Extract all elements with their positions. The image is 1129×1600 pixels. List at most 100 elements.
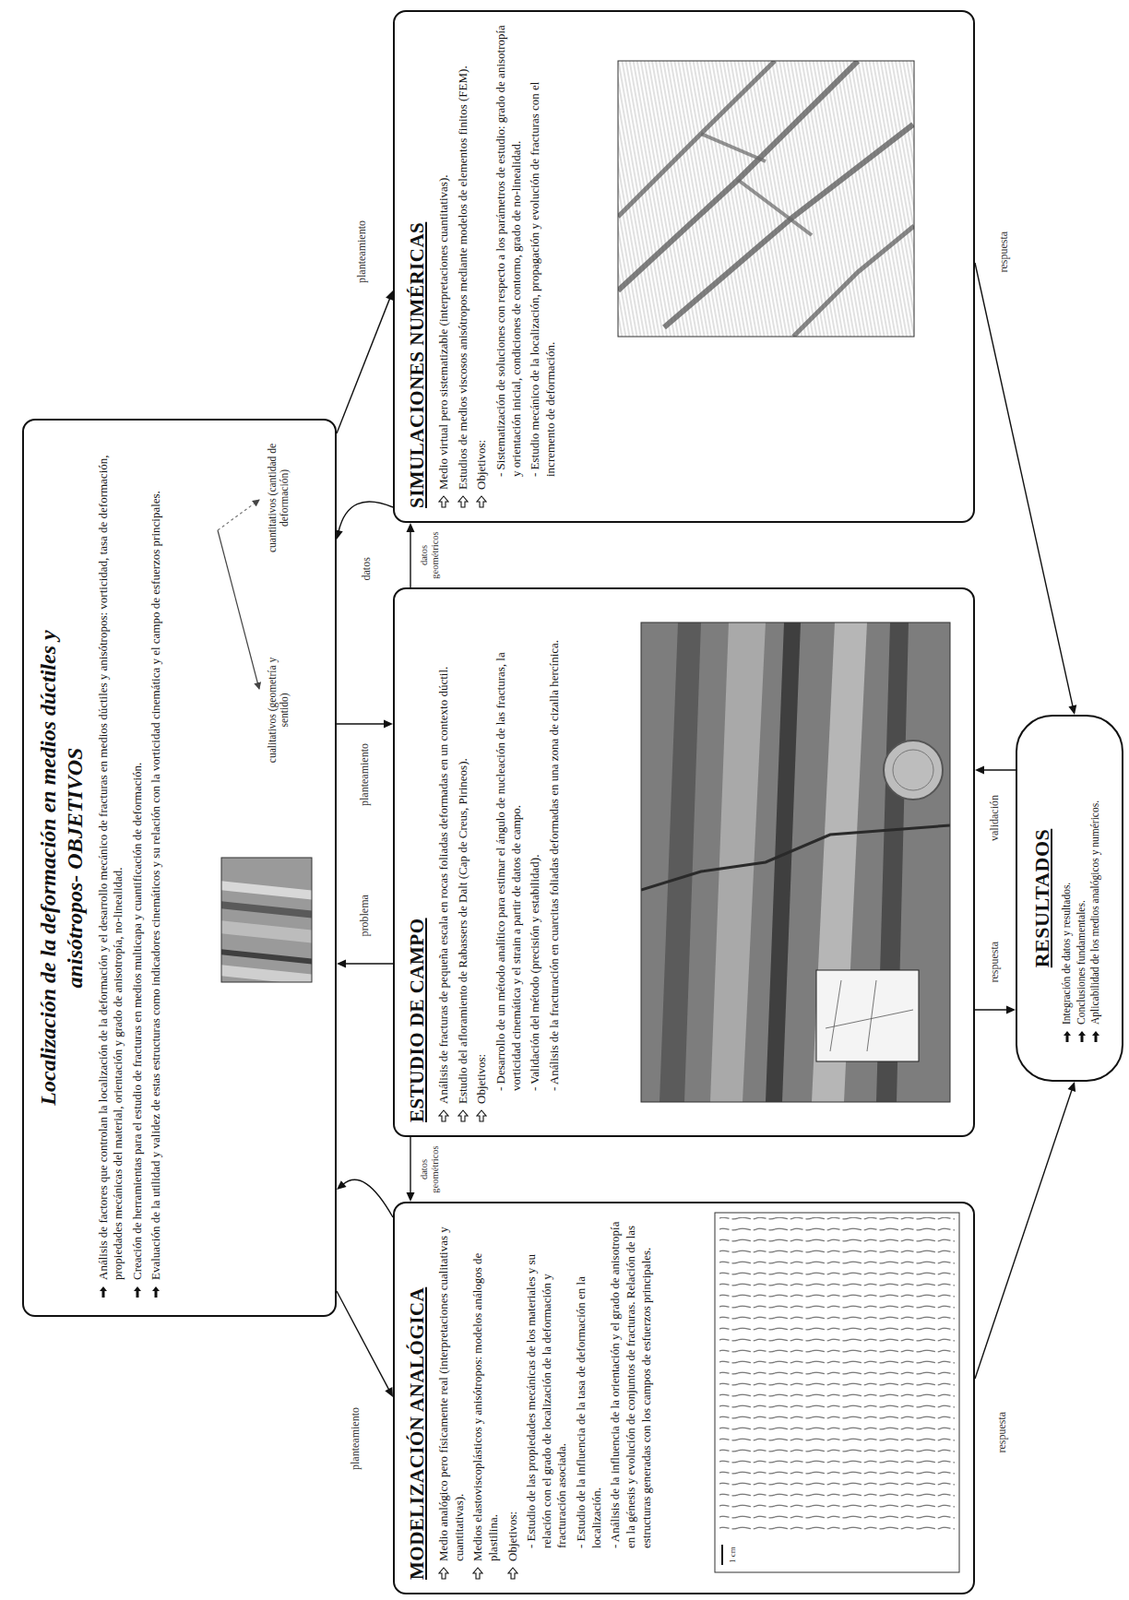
bullet-arrow [439, 1568, 449, 1580]
list-item: Creación de herramientas para el estudio… [130, 437, 146, 1299]
sketch-inset [816, 970, 919, 1062]
connector-line [409, 531, 411, 588]
arrow-head [336, 1180, 347, 1190]
shear-band [793, 225, 915, 337]
fem-mesh [617, 60, 915, 337]
objective-text: - Desarrollo de un método analítico para… [493, 602, 524, 1092]
bullet-hand [97, 1285, 109, 1299]
connector [336, 290, 394, 434]
list-item: - Análisis de la fracturación en cuarcit… [546, 602, 563, 1123]
photo-band [221, 964, 312, 983]
bullet-text: Medios elastoviscoplásticos y anisótropo… [470, 1216, 501, 1562]
connector [406, 1137, 416, 1202]
bullet-text: Objetivos: [474, 439, 490, 490]
connector-line [974, 1009, 1008, 1011]
shear-band [664, 124, 914, 328]
arrow-head [406, 1192, 416, 1202]
objective-text: - Estudio de la influencia de la tasa de… [573, 1216, 605, 1549]
connector-label: respuesta [998, 229, 1011, 275]
connector-label: datos geométricos [418, 524, 441, 586]
objective-text: - Análisis de la fracturación en cuarcit… [546, 640, 563, 1092]
list-item: Análisis de fracturas de pequeña escala … [436, 602, 452, 1123]
bullet-hand [152, 1286, 160, 1298]
objective-text: - Análisis de la influencia de la orient… [607, 1216, 654, 1549]
bullet-text: Medio virtual pero sistematizable (inter… [436, 175, 452, 491]
connector-line [338, 501, 393, 532]
arrow-head [1068, 1081, 1077, 1093]
photo-band [221, 949, 312, 964]
connector [974, 1081, 1076, 1379]
connector-line [344, 962, 393, 964]
bullet-arrow [473, 1568, 483, 1580]
pointer-line [217, 530, 260, 690]
list-item: Medios elastoviscoplásticos y anisótropo… [470, 1216, 501, 1581]
bullet-text: Estudio del afloramiento de Rabassers de… [455, 758, 472, 1105]
arrow-head [383, 720, 393, 729]
pointer-line [217, 499, 260, 531]
bullet-arrow [476, 1110, 487, 1122]
bullet-text: Creación de herramientas para el estudio… [130, 762, 146, 1281]
photo-band [221, 901, 312, 918]
bullet-arrow [457, 1109, 469, 1123]
bullet-arrow [458, 496, 468, 508]
list-item: Objetivos: [474, 602, 490, 1123]
bullet-arrow [439, 496, 449, 508]
connector-line [974, 262, 1073, 707]
list-item: - Estudio de las propiedades mecánicas d… [523, 1216, 571, 1581]
bullet-text: Objetivos: [505, 1511, 522, 1562]
fracture-trace [641, 825, 951, 891]
connector [336, 960, 393, 969]
bullet-arrow [475, 1109, 488, 1123]
connector-line [336, 297, 391, 434]
list-item: Estudio del afloramiento de Rabassers de… [455, 602, 472, 1123]
objective-text: - Validación del método (precisión y est… [527, 855, 544, 1092]
fem-ground [617, 60, 915, 337]
annotation: cualitativos (geometría y sentido) [266, 648, 291, 773]
arrow-head [1068, 704, 1077, 715]
connector [336, 1179, 393, 1218]
bullet-arrow [458, 1110, 468, 1122]
connector-label: planteamiento [356, 218, 369, 286]
connector-line [336, 1291, 390, 1391]
connector-line [974, 1090, 1072, 1379]
box-heading: SIMULACIONES NUMÉRICAS [405, 24, 429, 509]
fem-frame [617, 60, 915, 337]
bullet-hand [131, 1285, 143, 1299]
results-box: RESULTADOSIntegración de datos y resulta… [1015, 714, 1124, 1082]
bullet-arrow [457, 495, 469, 509]
list-item: Medio analógico pero físicamente real (i… [436, 1216, 467, 1581]
connector-line [983, 769, 1016, 771]
connector-label: planteamiento [349, 1405, 363, 1473]
connector [336, 1291, 393, 1398]
connector [336, 720, 393, 729]
arrow-head [384, 1387, 393, 1398]
bullet-arrow [438, 1109, 450, 1123]
scale-bar [721, 1544, 724, 1566]
foliation-band [659, 622, 702, 1103]
method-box: MODELIZACIÓN ANALÓGICAMedio analógico pe… [392, 1201, 975, 1595]
arrow-head [974, 766, 985, 775]
list-item: - Estudio mecánico de la localización, p… [527, 24, 559, 509]
method-box: SIMULACIONES NUMÉRICAS Medio virtual pero… [392, 10, 975, 523]
scale-label: 1 cm [727, 1545, 737, 1565]
photo-frame [221, 857, 312, 983]
bullet-arrow [472, 1567, 484, 1581]
connector-label: validación [988, 793, 1002, 844]
box-heading: RESULTADOS [1030, 753, 1055, 1044]
bullet-arrow [507, 1567, 519, 1581]
connector-line [409, 1137, 411, 1194]
bullet-arrow [439, 1110, 449, 1122]
list-item: - Validación del método (precisión y est… [527, 602, 544, 1123]
plasticine-model [719, 1217, 955, 1534]
arrow-head [1006, 1006, 1016, 1015]
list-item: Análisis de factores que controlan la lo… [95, 437, 127, 1299]
bullet-hand [1090, 1030, 1102, 1044]
bullet-text: Medio analógico pero físicamente real (i… [436, 1216, 467, 1562]
list-item: Objetivos: [505, 1216, 522, 1581]
coin [883, 740, 943, 800]
objective-text: - Estudio de las propiedades mecánicas d… [523, 1216, 571, 1549]
connector [334, 501, 393, 540]
connector-line [336, 723, 385, 725]
fem-result [617, 60, 915, 337]
method-box: ESTUDIO DE CAMPOAnálisis de fracturas de… [392, 587, 975, 1138]
